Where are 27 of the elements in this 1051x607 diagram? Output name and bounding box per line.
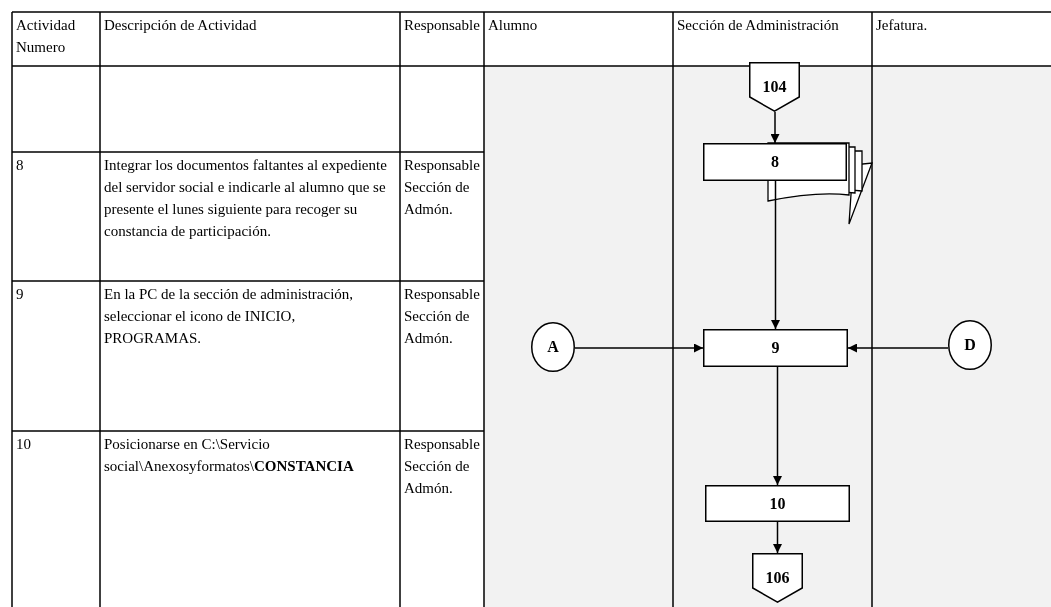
lane-header: Jefatura.: [876, 16, 929, 35]
off-page-connector: 104: [749, 62, 800, 112]
arrow: [770, 111, 780, 144]
responsible-text: Responsable Sección de Admón.: [404, 435, 481, 498]
activity-number: 10: [16, 435, 32, 454]
off-page-connector: 106: [752, 553, 803, 603]
activity-description: En la PC de la sección de administración, seleccionar el icono de INICIO, PROGRAMAS.: [104, 285, 355, 348]
process-box: 9: [703, 329, 848, 367]
activity-number: 9: [16, 285, 25, 304]
connector-circle: D: [948, 320, 992, 370]
activity-description: Posicionarse en C:\Servicio social\Anexosyformatos\CONSTANCIA: [104, 435, 355, 476]
column-header: Responsable: [404, 16, 481, 35]
column-header: Descripción de Actividad: [104, 16, 258, 35]
activity-description: Integrar los documentos faltantes al expediente del servidor social e indicarle al alumno que se presente el lunes siguiente para recoger su constancia de participación.: [104, 156, 388, 241]
arrow: [847, 343, 949, 353]
column-header: Actividad Numero: [16, 16, 77, 57]
connector-circle: A: [531, 322, 575, 372]
arrow: [773, 521, 782, 554]
process-box: 10: [705, 485, 850, 522]
arrow: [773, 366, 782, 486]
lane-header: Sección de Administración: [677, 16, 840, 35]
responsible-text: Responsable Sección de Admón.: [404, 285, 481, 348]
activity-number: 8: [16, 156, 25, 175]
arrow: [574, 343, 704, 353]
arrow: [771, 180, 780, 330]
lane-header: Alumno: [488, 16, 539, 35]
responsible-text: Responsable Sección de Admón.: [404, 156, 481, 219]
